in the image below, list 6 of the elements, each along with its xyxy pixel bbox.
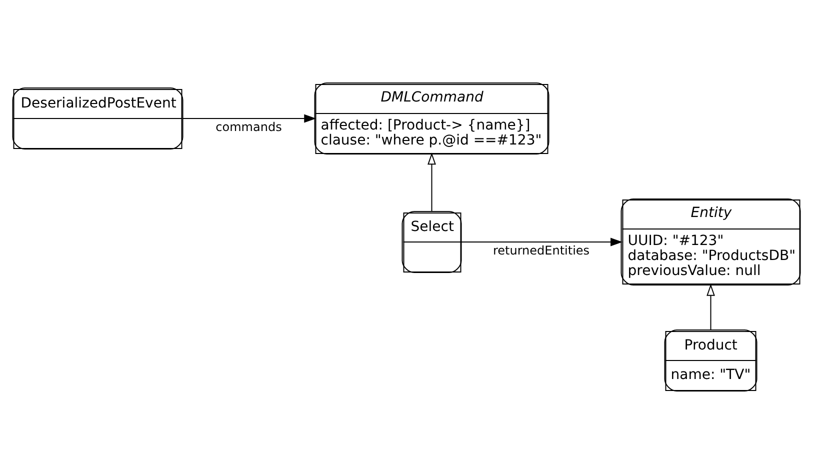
edge-label: commands xyxy=(216,120,282,134)
arrow xyxy=(428,152,436,212)
arrow xyxy=(460,238,623,246)
edge-label: returnedEntities xyxy=(492,244,590,258)
arrow xyxy=(182,114,316,123)
arrow xyxy=(706,284,715,330)
